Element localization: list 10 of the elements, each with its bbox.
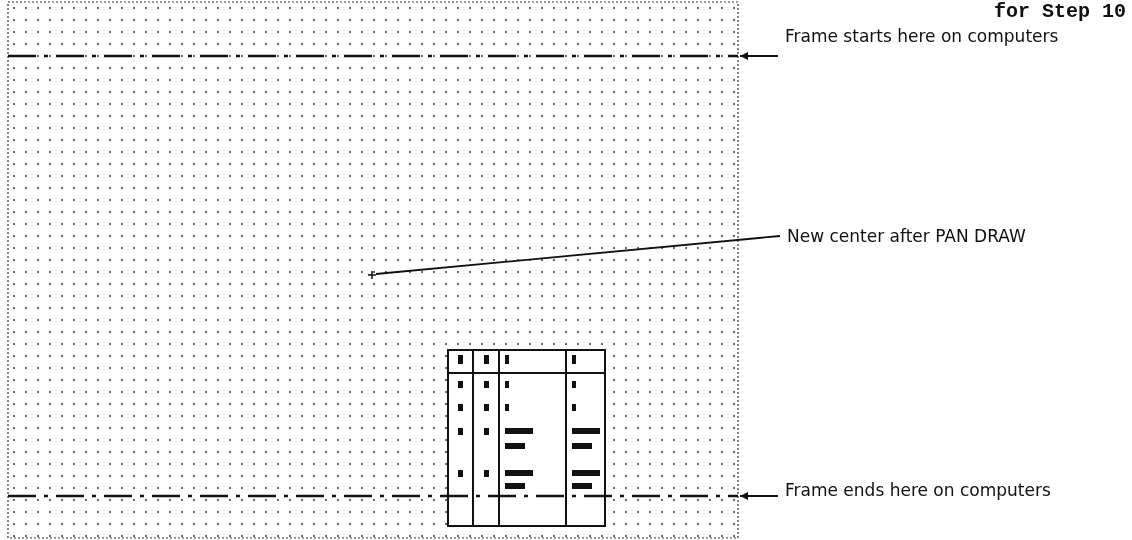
arrow [739,492,779,500]
page-heading: for Step 10 [993,0,1126,23]
arrow [739,52,779,60]
leader-line [375,235,781,275]
callout-text: New center after PAN DRAW [787,226,1087,246]
callout-text: Frame starts here on computers [785,26,1085,46]
dash-dot-line [8,494,738,498]
callout-text: Frame ends here on computers [785,480,1085,500]
center-mark [367,270,377,280]
dash-dot-line [8,54,738,58]
